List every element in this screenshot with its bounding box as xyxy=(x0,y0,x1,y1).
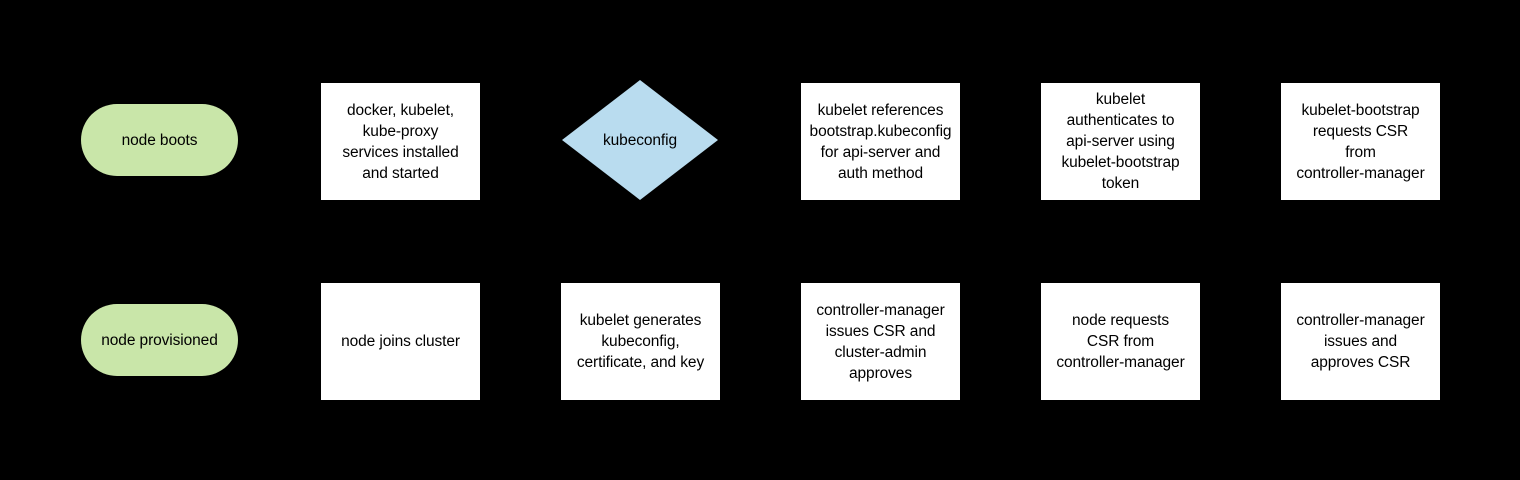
flow-node-label: node boots xyxy=(121,131,198,149)
flow-node-node-boots[interactable]: node boots xyxy=(81,104,238,176)
flow-node-label: docker, kubelet, kube-proxy services ins… xyxy=(342,101,459,182)
flow-node-label: kubelet authenticates to api-server usin… xyxy=(1061,91,1180,192)
flow-node-label: kubelet-bootstrap requests CSR from cont… xyxy=(1296,101,1425,182)
flow-node-kubelet-bootstrap-requests-csr[interactable]: kubelet-bootstrap requests CSR from cont… xyxy=(1281,83,1440,200)
flow-node-controller-manager-issues-csr[interactable]: controller-manager issues CSR and cluste… xyxy=(801,283,960,400)
flow-node-label: kubelet references bootstrap.kubeconfig … xyxy=(809,101,952,182)
flow-node-kubelet-authenticates[interactable]: kubelet authenticates to api-server usin… xyxy=(1041,83,1200,200)
flow-node-node-requests-csr[interactable]: node requests CSR from controller-manage… xyxy=(1041,283,1200,400)
flow-node-kubelet-generates[interactable]: kubelet generates kubeconfig, certificat… xyxy=(561,283,720,400)
flow-node-label: controller-manager issues and approves C… xyxy=(1296,312,1425,371)
flow-node-label: node joins cluster xyxy=(341,333,460,350)
flow-node-label: kubeconfig xyxy=(603,131,677,149)
flow-node-kubelet-references-bootstrap[interactable]: kubelet references bootstrap.kubeconfig … xyxy=(801,83,960,200)
flow-node-label: node provisioned xyxy=(101,331,218,349)
flow-node-label: node requests CSR from controller-manage… xyxy=(1056,312,1185,371)
flow-node-label: kubelet generates kubeconfig, certificat… xyxy=(576,312,705,371)
flow-node-node-joins-cluster[interactable]: node joins cluster xyxy=(321,283,480,400)
flow-node-services-installed[interactable]: docker, kubelet, kube-proxy services ins… xyxy=(321,83,480,200)
flow-node-kubeconfig-decision[interactable]: kubeconfig xyxy=(562,80,718,200)
flow-node-label: controller-manager issues CSR and cluste… xyxy=(816,301,945,382)
flow-node-node-provisioned[interactable]: node provisioned xyxy=(81,304,238,376)
flow-node-controller-manager-issues-approves[interactable]: controller-manager issues and approves C… xyxy=(1281,283,1440,400)
